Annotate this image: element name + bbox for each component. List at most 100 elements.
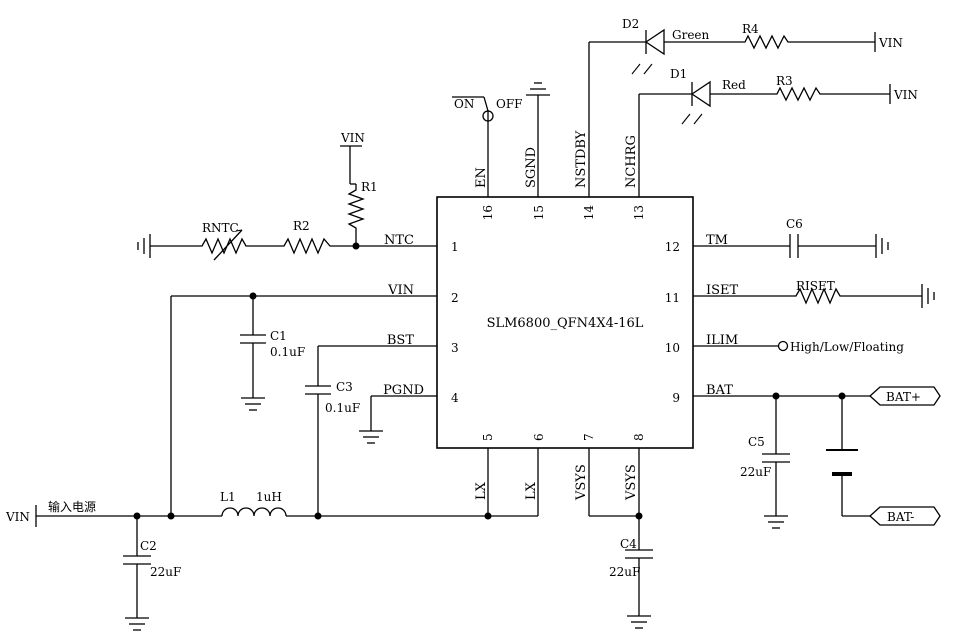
en-switch-lever <box>483 96 489 112</box>
d2-light-2 <box>643 63 653 75</box>
input-power-label: 输入电源 <box>48 499 96 514</box>
pin-number-15: 15 <box>532 205 546 220</box>
label-d2: D2 <box>622 17 639 31</box>
d1-light-2 <box>693 113 703 125</box>
pin-label-vin: VIN <box>387 283 414 298</box>
diode-d2 <box>644 28 665 56</box>
pin-label-en: EN <box>474 167 489 188</box>
value-c5: 22uF <box>740 465 771 479</box>
ilim-terminal <box>777 340 789 352</box>
resistor-r2 <box>278 237 336 255</box>
pin-number-16: 16 <box>481 205 495 220</box>
value-l1: 1uH <box>256 490 282 504</box>
label-c2: C2 <box>140 539 157 553</box>
pin-number-6: 6 <box>532 433 546 441</box>
label-c5: C5 <box>748 435 765 449</box>
d2-light-1 <box>631 63 641 75</box>
pin-label-bat: BAT <box>706 383 733 398</box>
ground-sgnd <box>526 82 550 96</box>
junction-lx-c3 <box>314 512 322 520</box>
pin-number-10: 10 <box>665 341 680 355</box>
value-c2: 22uF <box>150 565 181 579</box>
pin-label-iset: ISET <box>706 283 739 298</box>
vin-label-r1: VIN <box>340 131 365 145</box>
label-l1: L1 <box>220 490 236 504</box>
pin-number-13: 13 <box>632 205 646 220</box>
label-r3: R3 <box>776 74 793 88</box>
bat-plus-flag <box>869 386 941 406</box>
bat-minus-flag <box>869 506 941 526</box>
ground-rntc <box>137 234 151 258</box>
junction-lx-pin5 <box>484 512 492 520</box>
rntc-arrow-tip <box>235 229 243 232</box>
label-c6: C6 <box>786 217 803 231</box>
value-c1: 0.1uF <box>270 345 305 359</box>
pin-label-bst: BST <box>387 333 414 348</box>
pin-number-3: 3 <box>451 341 459 355</box>
rntc-arrow <box>213 229 243 261</box>
label-d1: D1 <box>670 67 687 81</box>
pin-label-nchrg: NCHRG <box>624 135 639 188</box>
vin-input-label: VIN <box>5 510 30 524</box>
pin-number-4: 4 <box>451 391 459 405</box>
pin-number-8: 8 <box>632 433 646 441</box>
label-c1: C1 <box>270 329 287 343</box>
label-c4: C4 <box>620 537 637 551</box>
pin-number-1: 1 <box>451 240 459 254</box>
ground-c5 <box>764 515 788 529</box>
ground-c4 <box>627 615 651 629</box>
pin-label-nstdby: NSTDBY <box>574 130 589 188</box>
switch-on-label: ON <box>454 97 474 111</box>
resistor-riset <box>790 287 846 305</box>
label-riset: RISET <box>796 279 835 293</box>
junction-input-vin <box>167 512 175 520</box>
pin-number-2: 2 <box>451 291 459 305</box>
ntc-network-wires <box>150 146 357 247</box>
resistor-r1 <box>347 184 365 236</box>
ground-pgnd <box>359 430 383 444</box>
chip-name: SLM6800_QFN4X4-16L <box>487 316 644 331</box>
label-rntc: RNTC <box>202 221 239 235</box>
label-r2: R2 <box>293 219 310 233</box>
pin-label-ilim: ILIM <box>706 333 738 348</box>
d1-light-1 <box>681 113 691 125</box>
bat-plus-label: BAT+ <box>886 390 921 404</box>
pin-number-12: 12 <box>665 240 680 254</box>
junction-ntc <box>352 242 360 250</box>
pin-stubs <box>171 42 870 550</box>
label-r1: R1 <box>361 180 378 194</box>
value-c3: 0.1uF <box>325 401 360 415</box>
pin-label-lx-5: LX <box>474 481 489 500</box>
pin-label-sgnd: SGND <box>524 147 539 188</box>
label-d1-color: Red <box>722 78 746 92</box>
pin-number-7: 7 <box>582 433 596 441</box>
switch-off-label: OFF <box>496 97 523 111</box>
label-c3: C3 <box>336 380 353 394</box>
resistor-r3 <box>772 86 826 102</box>
vin-label-r3: VIN <box>893 88 918 102</box>
pin-number-11: 11 <box>665 291 680 305</box>
pin-label-vsys-7: VSYS <box>574 464 589 501</box>
label-d2-color: Green <box>672 28 710 42</box>
ilim-options-label: High/Low/Floating <box>790 340 904 354</box>
ground-riset <box>921 284 935 308</box>
label-r4: R4 <box>742 22 759 36</box>
junction-vsys <box>635 512 643 520</box>
value-c4: 22uF <box>609 565 640 579</box>
ground-c2 <box>125 617 149 631</box>
ground-c1 <box>241 397 265 411</box>
pin-label-lx-6: LX <box>524 481 539 500</box>
resistor-r4 <box>740 34 794 50</box>
ground-c6 <box>875 234 889 258</box>
pin-number-9: 9 <box>672 391 680 405</box>
pin-label-vsys-8: VSYS <box>624 464 639 501</box>
pin-label-ntc: NTC <box>384 233 414 248</box>
pin-number-5: 5 <box>481 433 495 441</box>
inductor-l1 <box>221 507 287 517</box>
resistor-rntc <box>196 237 252 255</box>
chip-body <box>436 196 694 449</box>
bat-minus-label: BAT- <box>887 510 914 524</box>
vin-label-r4: VIN <box>878 36 903 50</box>
pin-number-14: 14 <box>582 205 596 221</box>
